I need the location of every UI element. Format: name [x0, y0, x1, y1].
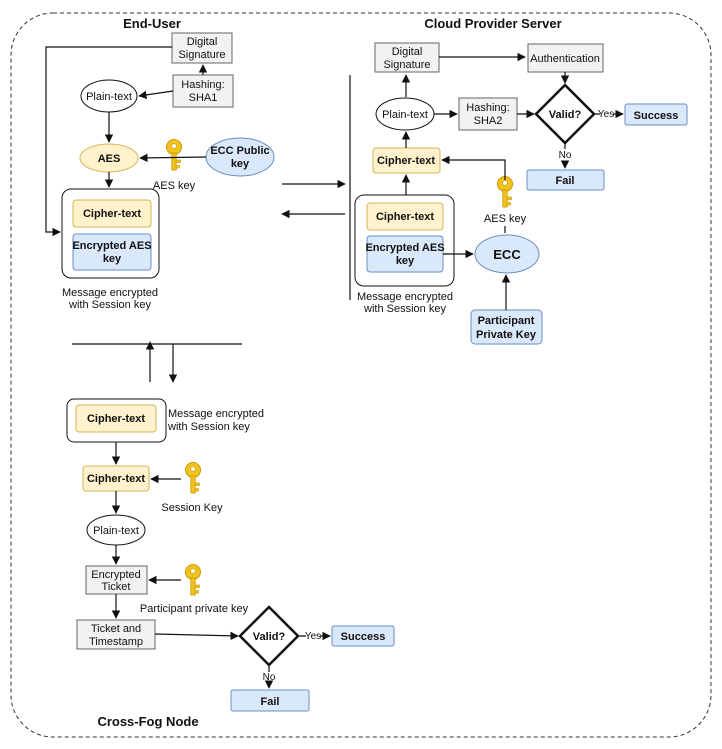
fog-success: Success — [331, 625, 395, 647]
svg-text:Fail: Fail — [556, 175, 575, 187]
svg-text:key: key — [103, 253, 122, 265]
cloud-cipher-text-top: Cipher-text — [372, 147, 441, 174]
eu-ecc-public-key: ECC Public key — [205, 137, 275, 177]
svg-text:Cipher-text: Cipher-text — [377, 155, 435, 167]
cloud-aes-key-label: AES key — [484, 213, 527, 225]
arrow-key-to-cipher — [441, 155, 506, 180]
svg-text:Fail: Fail — [261, 696, 280, 708]
cloud-provider-title: Cloud Provider Server — [424, 16, 561, 31]
fog-plain-text: Plain-text — [86, 514, 146, 546]
svg-text:Encrypted: Encrypted — [91, 569, 141, 581]
arrow-hash-to-plain — [138, 90, 174, 100]
eu-aes-key-label: AES key — [153, 180, 196, 192]
eu-plain-text: Plain-text — [80, 79, 138, 113]
svg-text:Private Key: Private Key — [476, 329, 537, 341]
svg-text:key: key — [396, 255, 415, 267]
svg-text:Cipher-text: Cipher-text — [83, 208, 141, 220]
cloud-ecc: ECC — [474, 234, 540, 274]
svg-text:ECC: ECC — [493, 247, 521, 262]
cloud-valid-decision: Valid? — [534, 83, 596, 145]
key-icon — [166, 139, 182, 171]
cloud-authentication: Authentication — [527, 43, 604, 73]
svg-text:Success: Success — [634, 110, 679, 122]
cloud-hashing-sha2: Hashing: SHA2 — [458, 97, 518, 131]
svg-text:Signature: Signature — [383, 59, 430, 71]
fog-valid-decision: Valid? — [238, 605, 300, 667]
arrow-timestamp-to-valid — [154, 631, 239, 641]
svg-text:Digital: Digital — [187, 36, 218, 48]
svg-text:AES: AES — [98, 153, 121, 165]
arrow-signature-to-message — [45, 46, 172, 237]
fog-session-key-label: Session Key — [161, 502, 223, 514]
cloud-yes-label: Yes — [598, 109, 614, 120]
fog-message-container: Cipher-text — [66, 398, 167, 443]
eu-message-container: Cipher-text Encrypted AES key — [61, 188, 160, 279]
fog-message-caption-1: Message encrypted — [168, 408, 264, 420]
svg-text:Valid?: Valid? — [253, 631, 286, 643]
svg-text:Participant: Participant — [478, 315, 535, 327]
svg-text:Signature: Signature — [178, 49, 225, 61]
fog-message-caption-2: with Session key — [167, 421, 250, 433]
cloud-message-caption-2: with Session key — [363, 303, 446, 315]
svg-text:ECC Public: ECC Public — [210, 145, 269, 157]
fog-no-label: No — [263, 672, 276, 683]
cloud-participant-private-key: Participant Private Key — [470, 309, 543, 345]
key-icon — [497, 176, 513, 208]
cloud-plain-text: Plain-text — [375, 97, 435, 131]
eu-aes: AES — [79, 143, 139, 173]
cloud-message-container: Cipher-text Encrypted AES key — [354, 194, 455, 287]
key-icon — [185, 462, 201, 494]
arrow-ecc-to-aes — [139, 153, 207, 163]
key-icon — [185, 564, 201, 596]
fog-encrypted-ticket: Encrypted Ticket — [85, 565, 148, 595]
cloud-fail: Fail — [526, 169, 605, 191]
fog-participant-private-key-label: Participant private key — [140, 603, 249, 615]
svg-text:Cipher-text: Cipher-text — [87, 473, 145, 485]
outer-boundary — [10, 12, 712, 738]
eu-hashing-sha1: Hashing: SHA1 — [172, 74, 234, 108]
eu-message-caption-2: with Session key — [68, 299, 151, 311]
eu-digital-signature: Digital Signature — [171, 32, 233, 64]
svg-text:Plain-text: Plain-text — [382, 109, 428, 121]
fog-ticket-timestamp: Ticket and Timestamp — [76, 619, 156, 650]
svg-text:Valid?: Valid? — [549, 109, 582, 121]
svg-text:Encrypted AES: Encrypted AES — [72, 240, 151, 252]
fog-cipher-text: Cipher-text — [82, 465, 150, 492]
svg-text:Ticket and: Ticket and — [91, 623, 141, 635]
cloud-no-label: No — [559, 150, 572, 161]
svg-text:Ticket: Ticket — [102, 581, 131, 593]
cloud-digital-signature: Digital Signature — [374, 42, 440, 73]
cloud-success: Success — [624, 103, 688, 126]
cross-fog-title: Cross-Fog Node — [97, 714, 198, 729]
svg-text:SHA1: SHA1 — [189, 92, 218, 104]
svg-text:Digital: Digital — [392, 46, 423, 58]
svg-text:Plain-text: Plain-text — [86, 91, 132, 103]
fog-fail: Fail — [230, 689, 310, 712]
svg-text:Cipher-text: Cipher-text — [376, 211, 434, 223]
fog-yes-label: Yes — [305, 631, 321, 642]
cloud-message-caption-1: Message encrypted — [357, 291, 453, 303]
svg-text:Hashing:: Hashing: — [466, 102, 509, 114]
end-user-title: End-User — [123, 16, 181, 31]
svg-text:Plain-text: Plain-text — [93, 525, 139, 537]
svg-text:Hashing:: Hashing: — [181, 79, 224, 91]
eu-message-caption-1: Message encrypted — [62, 287, 158, 299]
svg-text:SHA2: SHA2 — [474, 115, 503, 127]
svg-text:Timestamp: Timestamp — [89, 636, 143, 648]
svg-text:Cipher-text: Cipher-text — [87, 413, 145, 425]
svg-text:key: key — [231, 158, 250, 170]
svg-text:Authentication: Authentication — [530, 53, 600, 65]
svg-text:Encrypted AES: Encrypted AES — [365, 242, 444, 254]
svg-text:Success: Success — [341, 631, 386, 643]
